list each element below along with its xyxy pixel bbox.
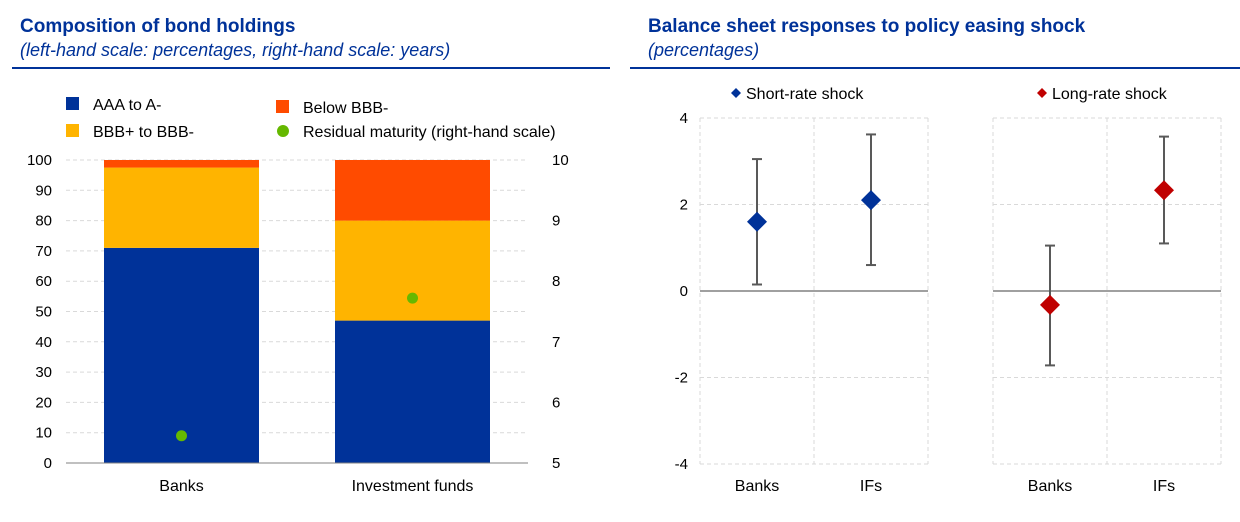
legend-label: AAA to A- (93, 97, 161, 114)
y-tick-label: 2 (680, 197, 688, 214)
chart-subtitle: (left-hand scale: percentages, right-han… (20, 40, 451, 60)
x-tick-label: IFs (1153, 478, 1175, 495)
y-tick-label: 80 (35, 213, 52, 230)
legend-label: Short-rate shock (746, 86, 864, 103)
y2-tick-label: 8 (552, 273, 560, 290)
balance-sheet-panel: Balance sheet responses to policy easing… (630, 0, 1240, 522)
chart-title: Composition of bond holdings (20, 16, 296, 37)
y-tick-label: 40 (35, 334, 52, 351)
maturity-point (176, 430, 187, 442)
y-tick-label: 0 (680, 283, 688, 300)
y-tick-label: 4 (680, 110, 688, 127)
legend-swatch (66, 124, 79, 137)
bar-segment (104, 167, 259, 248)
x-tick-label: Banks (159, 478, 203, 495)
legend-label: Below BBB- (303, 100, 388, 117)
x-tick-label: IFs (860, 478, 882, 495)
estimate-point (1040, 294, 1060, 315)
legend-label: Residual maturity (right-hand scale) (303, 124, 556, 141)
y2-tick-label: 10 (552, 152, 569, 169)
y-tick-label: 100 (27, 152, 52, 169)
y-tick-label: 90 (35, 182, 52, 199)
y-tick-label: 10 (35, 425, 52, 442)
bond-holdings-panel: Composition of bond holdings (left-hand … (0, 0, 612, 522)
bar-segment (104, 160, 259, 168)
bar-segment (335, 320, 490, 463)
maturity-point (407, 292, 418, 304)
legend-label: BBB+ to BBB- (93, 124, 194, 141)
chart-title: Balance sheet responses to policy easing… (648, 16, 1086, 37)
y2-tick-label: 7 (552, 334, 560, 351)
y-tick-label: 0 (44, 455, 52, 472)
y2-tick-label: 9 (552, 213, 560, 230)
bar-segment (335, 160, 490, 221)
title-divider (12, 67, 610, 69)
estimate-point (747, 211, 767, 232)
y2-tick-label: 5 (552, 455, 560, 472)
x-tick-label: Banks (735, 478, 779, 495)
y-tick-label: 30 (35, 364, 52, 381)
estimate-point (861, 190, 881, 211)
y-tick-label: 70 (35, 243, 52, 260)
title-divider (630, 67, 1240, 69)
y-tick-label: 50 (35, 304, 52, 321)
chart-subtitle: (percentages) (648, 40, 760, 60)
legend-swatch (66, 97, 79, 110)
legend-label: Long-rate shock (1052, 86, 1168, 103)
estimate-point (1154, 180, 1174, 201)
x-tick-label: Investment funds (352, 478, 474, 495)
legend-swatch (276, 100, 289, 113)
legend-marker (1037, 88, 1047, 98)
bar-segment (104, 247, 259, 463)
y-tick-label: 20 (35, 394, 52, 411)
y-tick-label: -2 (675, 370, 688, 387)
x-tick-label: Banks (1028, 478, 1072, 495)
legend-marker (731, 88, 741, 98)
y2-tick-label: 6 (552, 394, 560, 411)
bar-segment (335, 220, 490, 321)
legend-swatch (277, 125, 289, 137)
y-tick-label: -4 (675, 456, 688, 473)
y-tick-label: 60 (35, 273, 52, 290)
